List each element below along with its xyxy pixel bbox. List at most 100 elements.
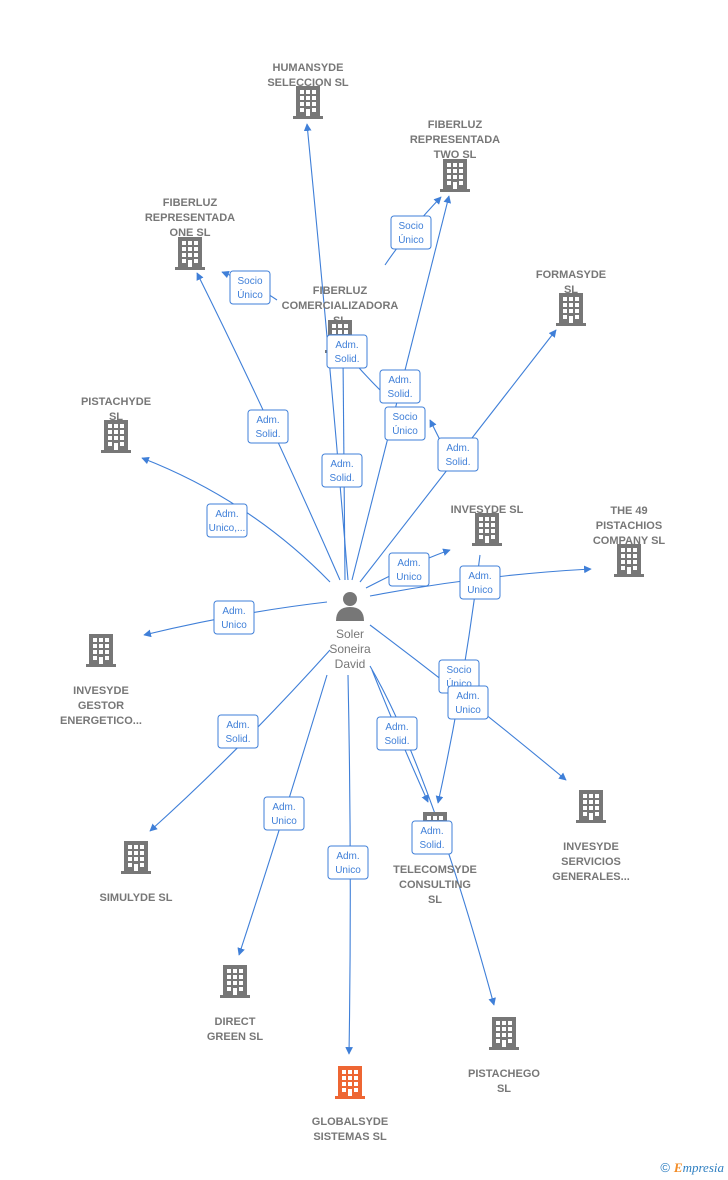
relation-text: Único	[237, 288, 263, 301]
relation-text: Adm.	[420, 826, 443, 837]
relation-text: Adm.	[456, 691, 479, 702]
relation-text: Adm.	[468, 571, 491, 582]
building-icon	[335, 1066, 365, 1099]
building-icon	[86, 634, 116, 667]
relation-label-r-humansyde[interactable]: Adm.Solid.	[326, 334, 368, 369]
relation-text: Único	[398, 233, 424, 246]
company-name-line: SL	[109, 411, 123, 423]
company-name-line: GENERALES...	[552, 871, 630, 883]
relation-text: Solid.	[445, 457, 470, 468]
company-name-line: DIRECT	[215, 1016, 256, 1028]
relation-text: Adm.	[335, 340, 358, 351]
relation-text: Socio	[398, 221, 423, 232]
relation-box	[213, 600, 255, 635]
company-node-invesyde-gestor[interactable]: INVESYDEGESTORENERGETICO...	[60, 634, 142, 727]
relation-box	[217, 714, 259, 749]
relation-label-r-simulyde[interactable]: Adm.Solid.	[217, 714, 259, 749]
company-name-line: INVESYDE	[563, 841, 619, 853]
relation-label-r-pistachego[interactable]: Adm.Solid.	[411, 820, 453, 855]
company-name-line: CONSULTING	[399, 879, 471, 891]
relation-label-r-gestor[interactable]: Adm. Unico	[213, 600, 255, 635]
relation-label-r-fiberluz-two[interactable]: Adm.Solid.	[379, 369, 421, 404]
relation-box	[459, 565, 501, 600]
relation-text: Solid.	[384, 736, 409, 747]
relation-label-r-globalsyde[interactable]: Adm.Unico	[327, 845, 369, 880]
company-node-simulyde[interactable]: SIMULYDE SL	[100, 841, 173, 904]
empresia-watermark: ©Empresia	[660, 1160, 724, 1176]
company-name-line: TELECOMSYDE	[393, 864, 477, 876]
building-icon	[440, 159, 470, 192]
company-name-line: COMERCIALIZADORA	[282, 300, 399, 312]
company-name-line: PISTACHYDE	[81, 396, 151, 408]
relation-label-r-pistachyde[interactable]: Adm.Unico,...	[206, 503, 248, 538]
relation-text: Unico	[335, 865, 361, 876]
company-name-line: THE 49	[610, 505, 647, 517]
relation-text: Adm.	[256, 415, 279, 426]
relation-box	[411, 820, 453, 855]
person-icon	[336, 592, 364, 621]
company-node-telecomsyde[interactable]: TELECOMSYDE CONSULTING SL	[393, 812, 477, 906]
building-icon	[556, 293, 586, 326]
relation-label-r-servicios[interactable]: Adm.Unico	[447, 685, 489, 720]
relation-text: Unico	[221, 620, 247, 631]
relation-text: Adm.	[397, 558, 420, 569]
company-name-line: ONE SL	[170, 227, 211, 239]
relation-label-r-formasyde[interactable]: Adm.Solid.	[437, 437, 479, 472]
company-name-line: FIBERLUZ	[428, 119, 483, 131]
relation-box	[384, 406, 426, 441]
company-node-invesyde[interactable]: INVESYDE SL	[451, 504, 524, 546]
relation-box	[326, 334, 368, 369]
relation-box	[388, 552, 430, 587]
brand-rest: mpresia	[682, 1160, 724, 1175]
relation-box	[263, 796, 305, 831]
company-name-line: GLOBALSYDE	[312, 1116, 388, 1128]
relation-box	[390, 215, 432, 250]
building-icon	[101, 420, 131, 453]
company-name-line: SL	[428, 894, 442, 906]
relation-box	[447, 685, 489, 720]
company-name-line: FIBERLUZ	[313, 285, 368, 297]
relation-label-r-invesyde[interactable]: Adm.Unico	[388, 552, 430, 587]
company-node-pistachyde[interactable]: PISTACHYDE SL	[81, 396, 151, 453]
company-name-line: SELECCION SL	[267, 77, 349, 89]
company-node-invesyde-servicios[interactable]: INVESYDESERVICIOSGENERALES...	[552, 790, 630, 883]
company-name-line: SL	[497, 1083, 511, 1095]
relation-text: Solid.	[387, 389, 412, 400]
building-icon	[576, 790, 606, 823]
company-name-line: PISTACHIOS	[596, 520, 662, 532]
relation-label-r-telecomsyde[interactable]: Adm.Solid.	[376, 716, 418, 751]
company-name-line: FORMASYDE	[536, 269, 606, 281]
relation-label-r-direct-green[interactable]: Adm.Unico	[263, 796, 305, 831]
relation-label-r-fiberluz-one[interactable]: Adm. Solid.	[247, 409, 289, 444]
relation-text: Solid.	[255, 429, 280, 440]
relation-text: Adm.	[222, 606, 245, 617]
company-name-line: REPRESENTADA	[410, 134, 500, 146]
company-name-line: PISTACHEGO	[468, 1068, 540, 1080]
company-name-line: SL	[333, 315, 347, 327]
company-node-pistachego[interactable]: PISTACHEGO SL	[468, 1017, 540, 1095]
relation-label-r-the49[interactable]: Adm.Unico	[459, 565, 501, 600]
building-icon	[121, 841, 151, 874]
relation-labels: Adm. Solid. Adm. Solid. Adm. Solid. Adm. Solid.…	[206, 215, 501, 880]
company-node-fiberluz-comercializadora[interactable]: FIBERLUZ COMERCIALIZADORA SL	[282, 285, 399, 353]
company-name-line: INVESYDE	[73, 685, 129, 697]
building-icon	[614, 544, 644, 577]
company-name-line: REPRESENTADA	[145, 212, 235, 224]
building-icon	[175, 237, 205, 270]
brand-initial: E	[673, 1160, 683, 1175]
relation-label-r-comercializadora[interactable]: Adm.Solid.	[321, 453, 363, 488]
